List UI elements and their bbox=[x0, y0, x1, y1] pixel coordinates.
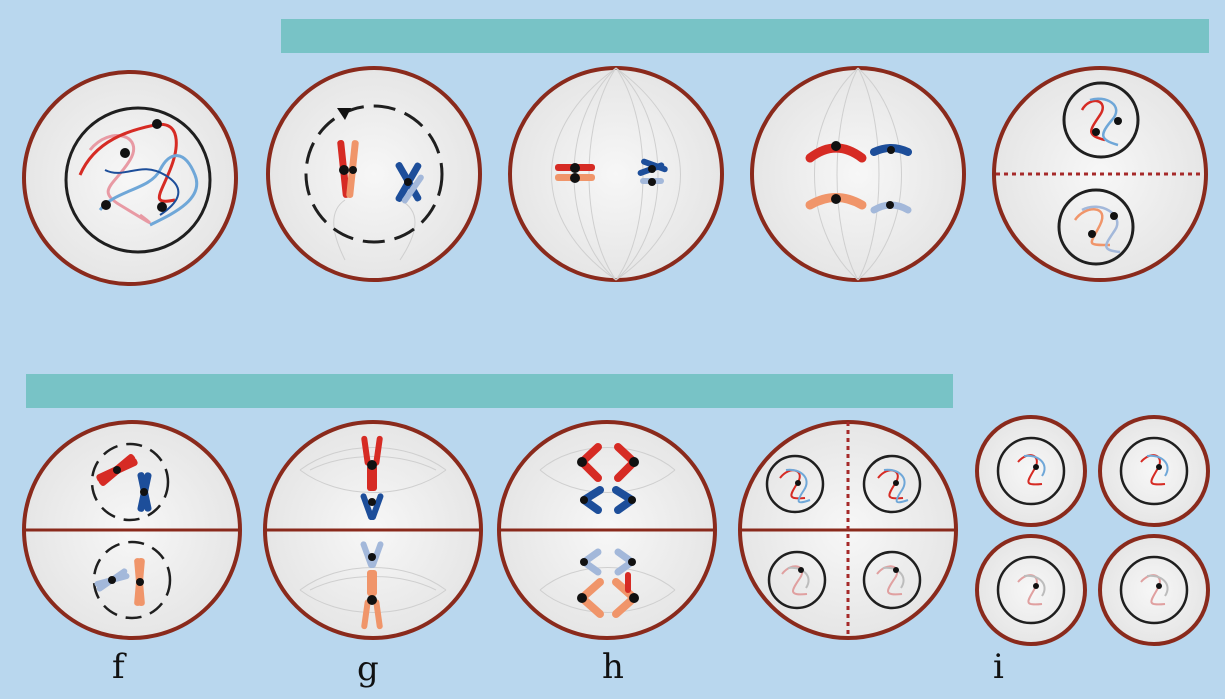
cell-metaphase-two bbox=[265, 422, 481, 638]
cell-telophase-two bbox=[740, 422, 956, 638]
daughter-cell bbox=[977, 536, 1085, 644]
cell-metaphase-one bbox=[510, 68, 722, 280]
label-i: i bbox=[993, 650, 1004, 684]
label-f: f bbox=[112, 650, 125, 684]
label-g: g bbox=[357, 652, 379, 686]
meiosis-one-banner bbox=[281, 19, 1209, 53]
daughter-cell bbox=[977, 417, 1085, 525]
cell-anaphase-one bbox=[752, 68, 964, 280]
daughter-cells bbox=[977, 417, 1208, 644]
cell-prophase-two bbox=[24, 422, 240, 638]
cell-prophase-early bbox=[24, 72, 236, 284]
cell-telophase-one bbox=[994, 68, 1206, 280]
daughter-cell bbox=[1100, 536, 1208, 644]
meiosis-two-banner bbox=[26, 374, 953, 408]
cell-prophase-one bbox=[268, 68, 480, 280]
cell-anaphase-two bbox=[499, 422, 715, 638]
daughter-cell bbox=[1100, 417, 1208, 525]
label-h: h bbox=[602, 650, 624, 684]
